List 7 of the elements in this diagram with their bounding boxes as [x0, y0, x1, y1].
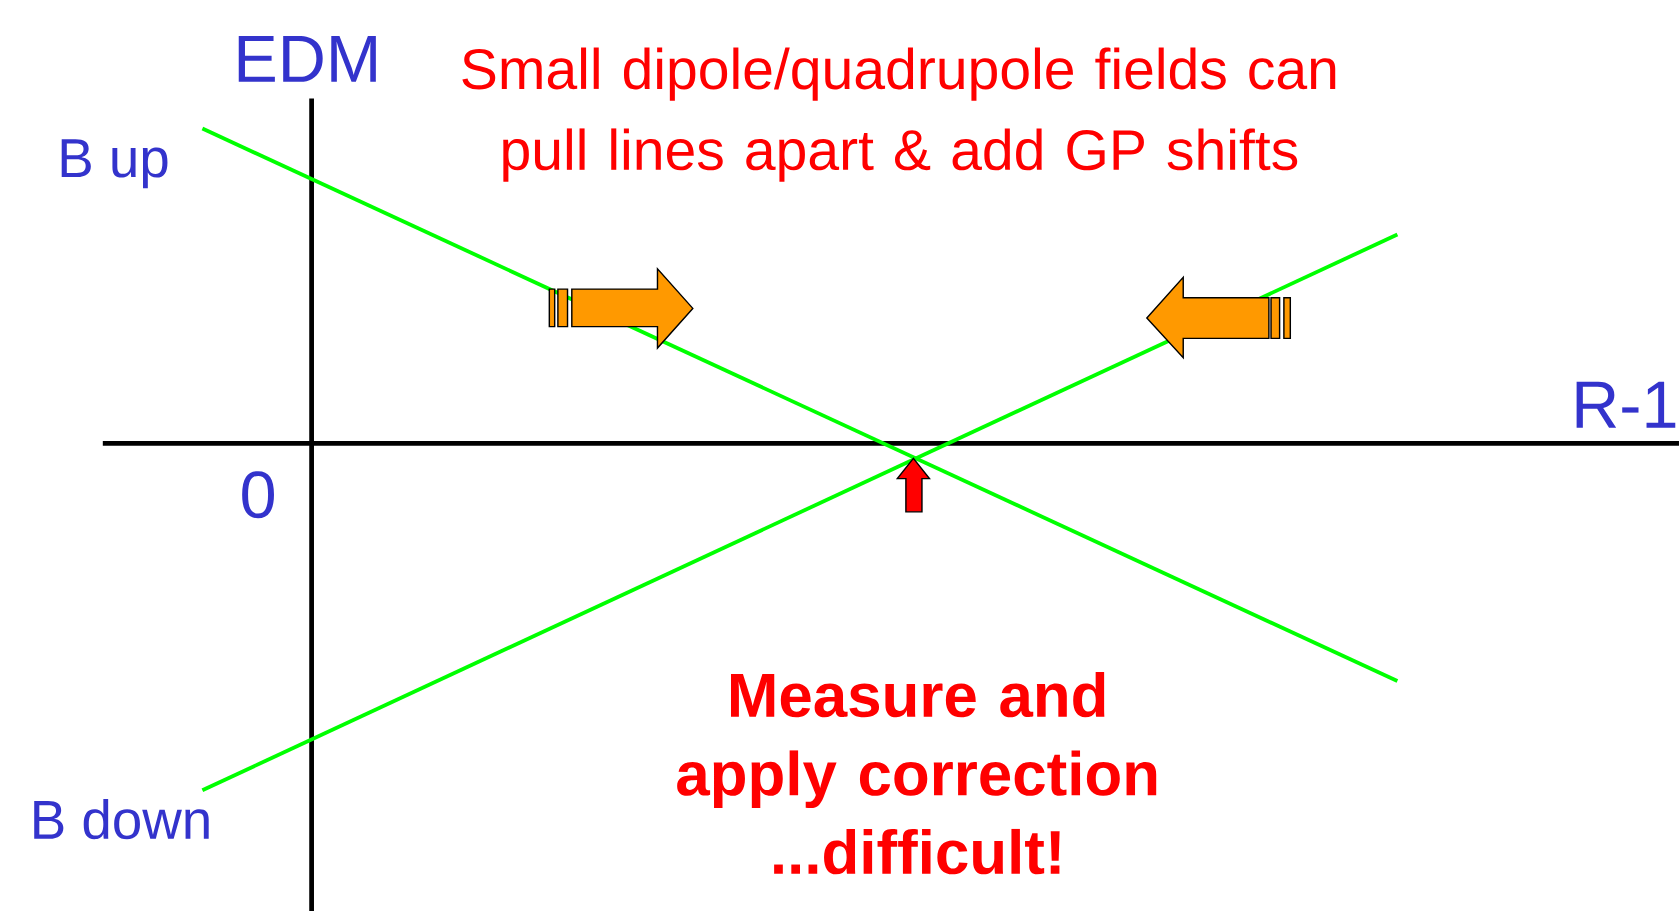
note-text: Small dipole/quadrupole fields can pull lines apart & add GP shifts: [462, 47, 1336, 182]
axis-label: R-1: [1576, 381, 1676, 428]
axis-label: EDM: [238, 35, 376, 82]
line-label: B down: [34, 798, 209, 840]
line-label: B up: [61, 139, 168, 189]
axis-label: 0: [242, 471, 274, 519]
note-text: Measure and apply correction ...difficult!: [677, 671, 1157, 875]
